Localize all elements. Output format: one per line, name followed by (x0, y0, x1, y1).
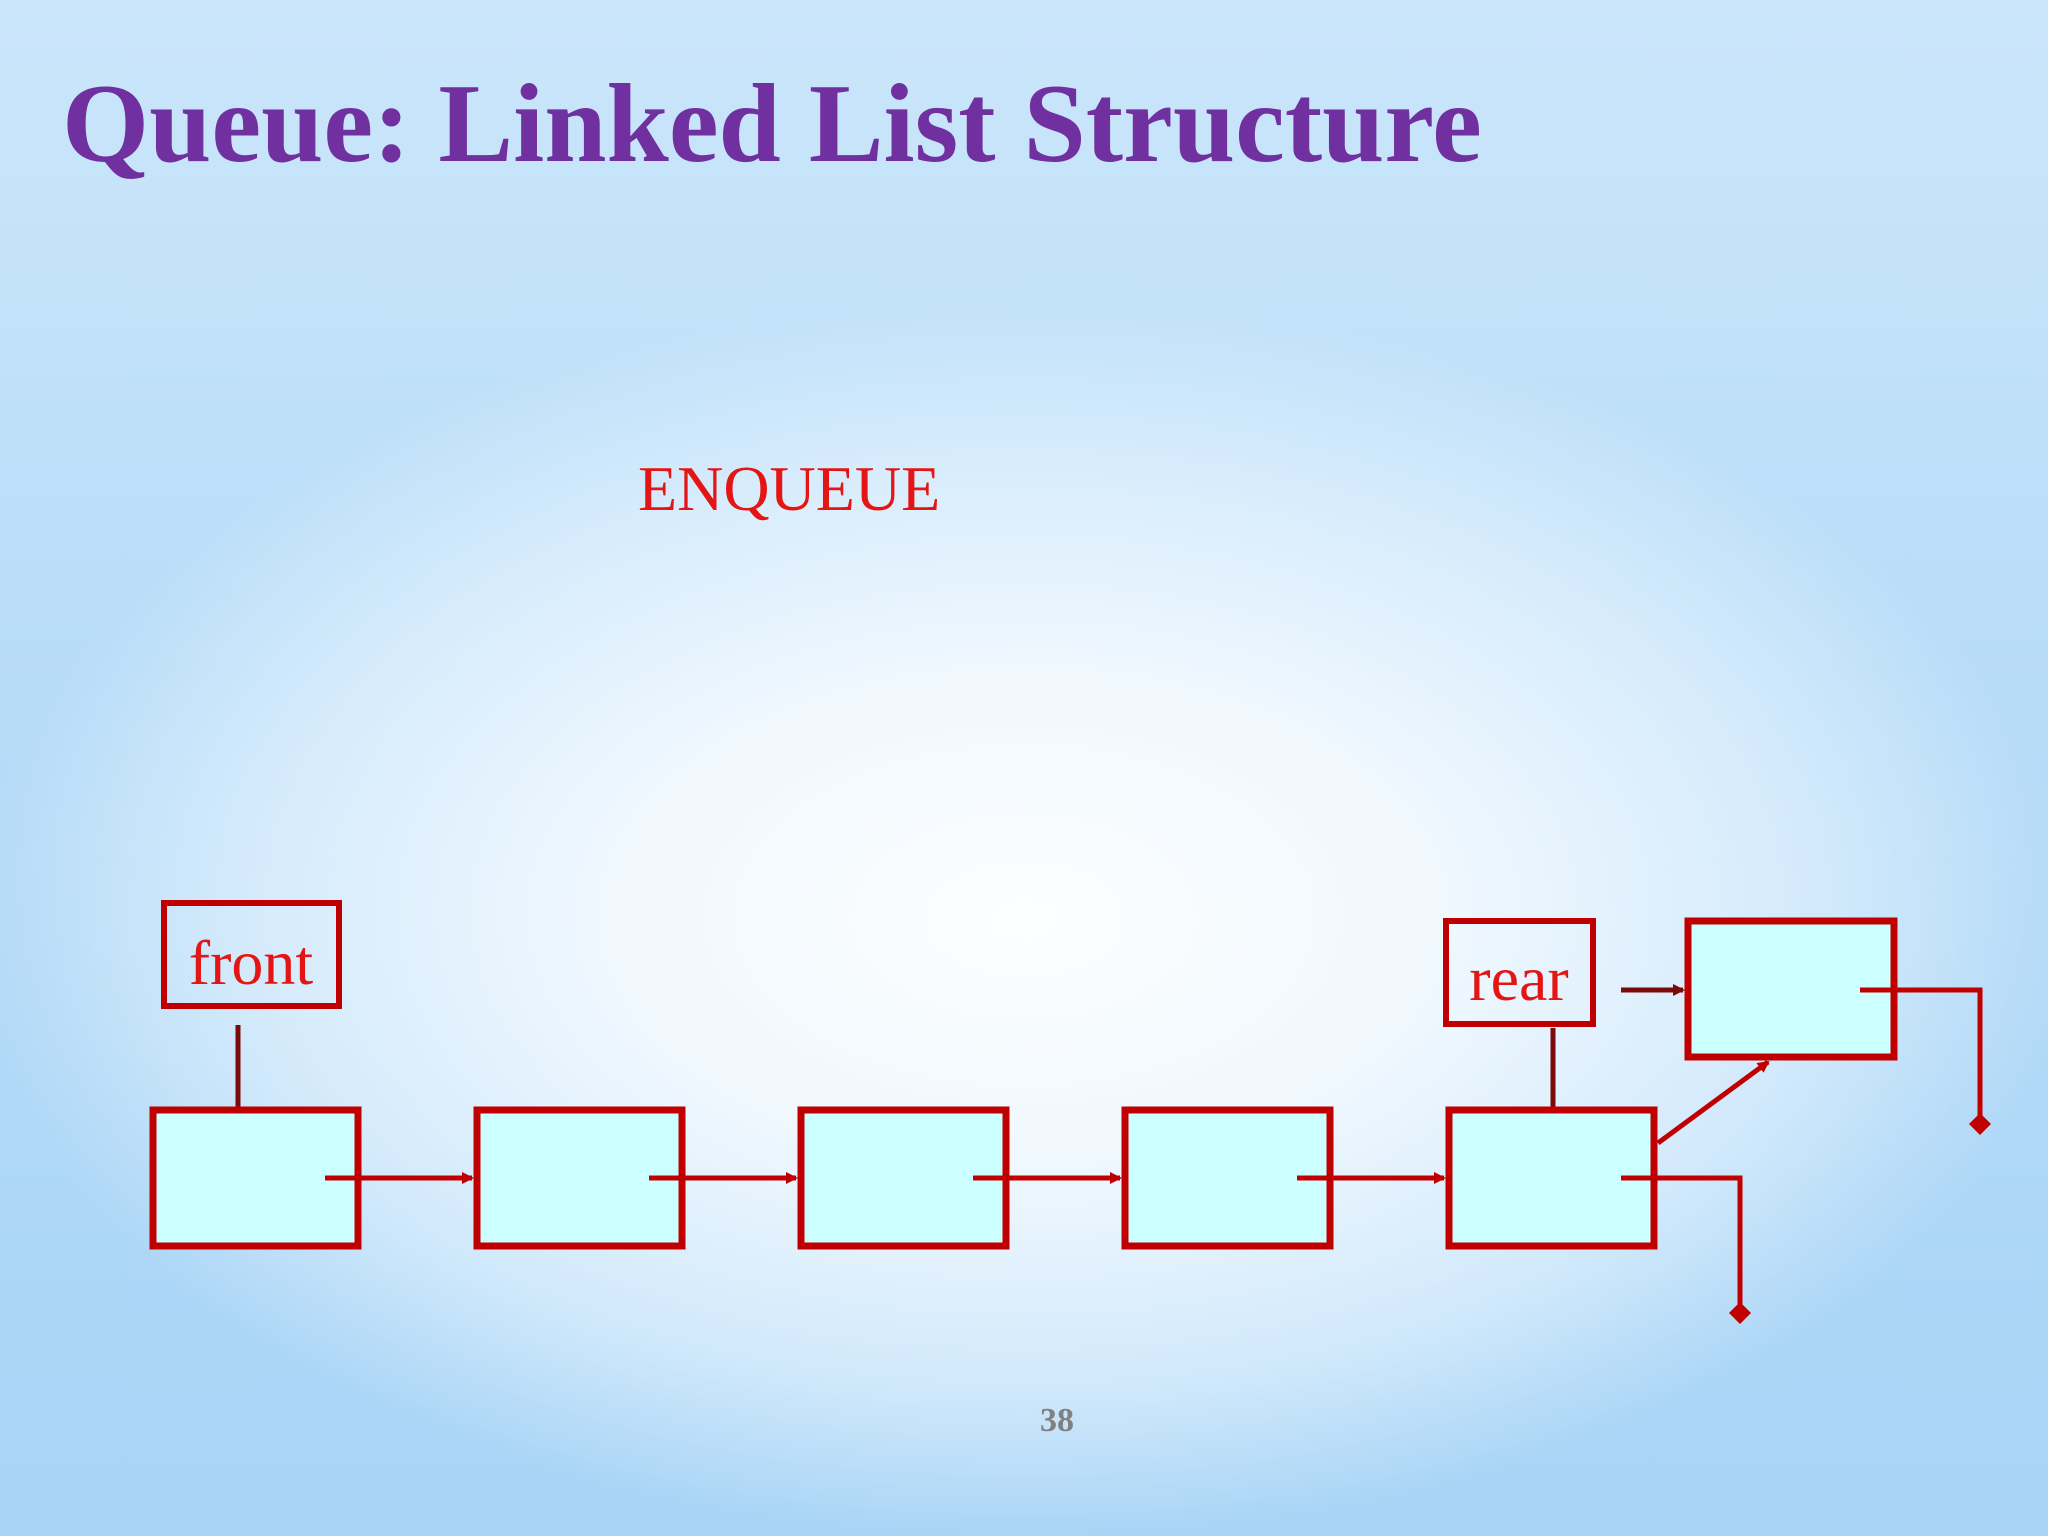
rear-pointer-box (1443, 918, 1596, 1027)
page-number: 38 (1040, 1402, 1074, 1439)
enqueue-label: ENQUEUE (638, 453, 941, 524)
list-node (797, 1106, 1010, 1250)
front-pointer: front (161, 900, 342, 1140)
rear-pointer-label: rear (1469, 943, 1568, 1014)
slide-title: Queue: Linked List Structure (62, 62, 1482, 186)
new-node-null-link (1860, 987, 1983, 1116)
null-link (1621, 1175, 1743, 1306)
null-terminator-icon (1969, 1113, 1991, 1135)
front-pointer-label: front (189, 927, 314, 998)
new-node (1684, 917, 1898, 1061)
null-terminator-icon (1729, 1302, 1751, 1324)
new-link-arrow (1656, 1059, 1770, 1146)
list-node (1445, 1106, 1658, 1250)
front-pointer-box (161, 900, 342, 1009)
list-node (149, 1106, 362, 1250)
rear-pointer: rear (1443, 918, 1596, 1126)
